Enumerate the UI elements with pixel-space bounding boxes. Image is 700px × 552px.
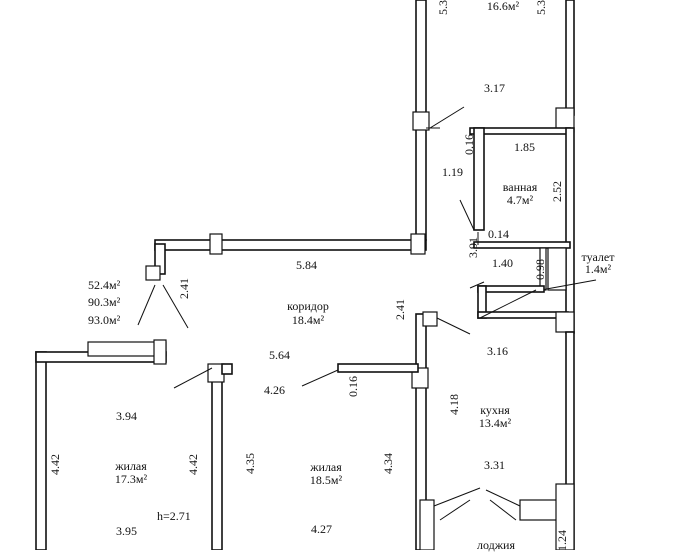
dim-kitchen-width: 3.31 <box>484 458 505 472</box>
bath-door-swing <box>459 199 475 231</box>
dim-corridor-right-h: 2.41 <box>393 299 407 320</box>
loggia-door-left <box>433 487 481 507</box>
bath-left-wall <box>473 127 485 231</box>
loggia-door-arc-r <box>489 499 517 521</box>
top-room-right-wall <box>565 0 575 116</box>
toilet-space <box>547 247 567 291</box>
room2-door-swing <box>301 369 339 387</box>
living1-area: 17.3м² <box>114 472 148 486</box>
loggia-left-pillar <box>419 499 435 550</box>
kitchen-top-wall <box>477 311 569 319</box>
room2-top-wall <box>337 363 419 373</box>
living2-name: жилая <box>310 460 342 474</box>
toilet-door-swing <box>479 289 537 319</box>
dim-room1-top: 3.94 <box>116 409 137 423</box>
dim-bath-gap: 0.14 <box>488 227 509 241</box>
loggia-right-pillar <box>555 483 575 550</box>
entry-door-left <box>137 284 156 326</box>
dim-bath-wall: 0.16 <box>462 134 476 155</box>
room1-left-wall <box>35 351 47 550</box>
toilet-name: туалет <box>581 250 615 264</box>
dim-hall-top: 3.17 <box>484 81 505 95</box>
dim-room2-top: 4.26 <box>264 383 285 397</box>
dim-toilet-height: 0.98 <box>533 259 547 280</box>
toilet-area: 1.4м² <box>584 262 612 276</box>
kitchen-right-wall <box>565 331 575 550</box>
corridor-area: 18.4м² <box>291 313 325 327</box>
bath-right-wall <box>565 127 575 334</box>
dim-bath-height: 2.52 <box>550 181 564 202</box>
room1-door-swing <box>173 367 213 389</box>
living2-area: 18.5м² <box>309 473 343 487</box>
dim-room1-left: 4.42 <box>48 454 62 475</box>
entry-door-right <box>162 284 189 329</box>
loggia-name: лоджия <box>477 538 515 552</box>
dim-toilet-width: 1.40 <box>492 256 513 270</box>
kitchen-left-wall <box>415 313 427 550</box>
bath-top-wall <box>469 127 571 135</box>
dim-room2-bottom: 4.27 <box>311 522 332 536</box>
dim-loggia-side: 1.24 <box>555 530 569 551</box>
corridor-column <box>145 265 161 281</box>
top-room-area: 16.6м² <box>486 0 520 13</box>
partition-stub <box>221 363 233 375</box>
dim-top-left: 5.3 <box>436 0 450 15</box>
kitchen-name: кухня <box>480 403 510 417</box>
living-area-total: 52.4м² <box>88 278 121 292</box>
corridor-pillar-left <box>209 233 223 255</box>
dim-room2-left: 4.35 <box>243 453 257 474</box>
living1-name: жилая <box>115 459 147 473</box>
room1-balcony-pillar <box>153 339 167 365</box>
dim-room1-bottom: 3.95 <box>116 524 137 538</box>
kitchen-wall-pillar <box>411 367 429 389</box>
loggia-door-arc-l <box>439 499 471 521</box>
dim-room1-right: 4.42 <box>186 454 200 475</box>
bath-bottom-wall <box>473 241 571 249</box>
ceiling-height: h=2.71 <box>157 509 191 523</box>
dim-corridor-left-h: 2.41 <box>177 278 191 299</box>
kitchen-pillar <box>422 311 438 327</box>
pillar-right-mid <box>555 311 575 333</box>
corridor-pillar-right <box>410 233 426 255</box>
total-area: 90.3м² <box>88 295 121 309</box>
door-swing-line <box>429 106 465 129</box>
dim-partition-len: 5.64 <box>269 348 290 362</box>
loggia-right-block <box>519 499 561 521</box>
dim-top-right: 5.3 <box>534 0 548 15</box>
kitchen-area: 13.4м² <box>478 416 512 430</box>
total-with-loggia: 93.0м² <box>88 313 121 327</box>
dim-corridor-len: 5.84 <box>296 258 317 272</box>
bathroom-area: 4.7м² <box>506 193 534 207</box>
rooms-partition <box>211 365 223 550</box>
loggia-door-right <box>485 489 521 507</box>
kitchen-door-swing <box>436 317 471 335</box>
window-pillar <box>412 111 430 131</box>
toilet-door-line <box>469 281 485 289</box>
corridor-name: коридор <box>287 299 329 313</box>
dim-kitchen-top: 3.16 <box>487 344 508 358</box>
dim-bath-lower: 3.91 <box>466 237 480 258</box>
dim-hall-left: 1.19 <box>442 165 463 179</box>
corridor-top-wall <box>154 239 427 251</box>
dim-room2-wall: 0.16 <box>346 376 360 397</box>
dim-bath-width: 1.85 <box>514 140 535 154</box>
bathroom-name: ванная <box>502 180 538 194</box>
dim-kitchen-left: 4.18 <box>447 394 461 415</box>
dim-room2-right: 4.34 <box>381 453 395 474</box>
